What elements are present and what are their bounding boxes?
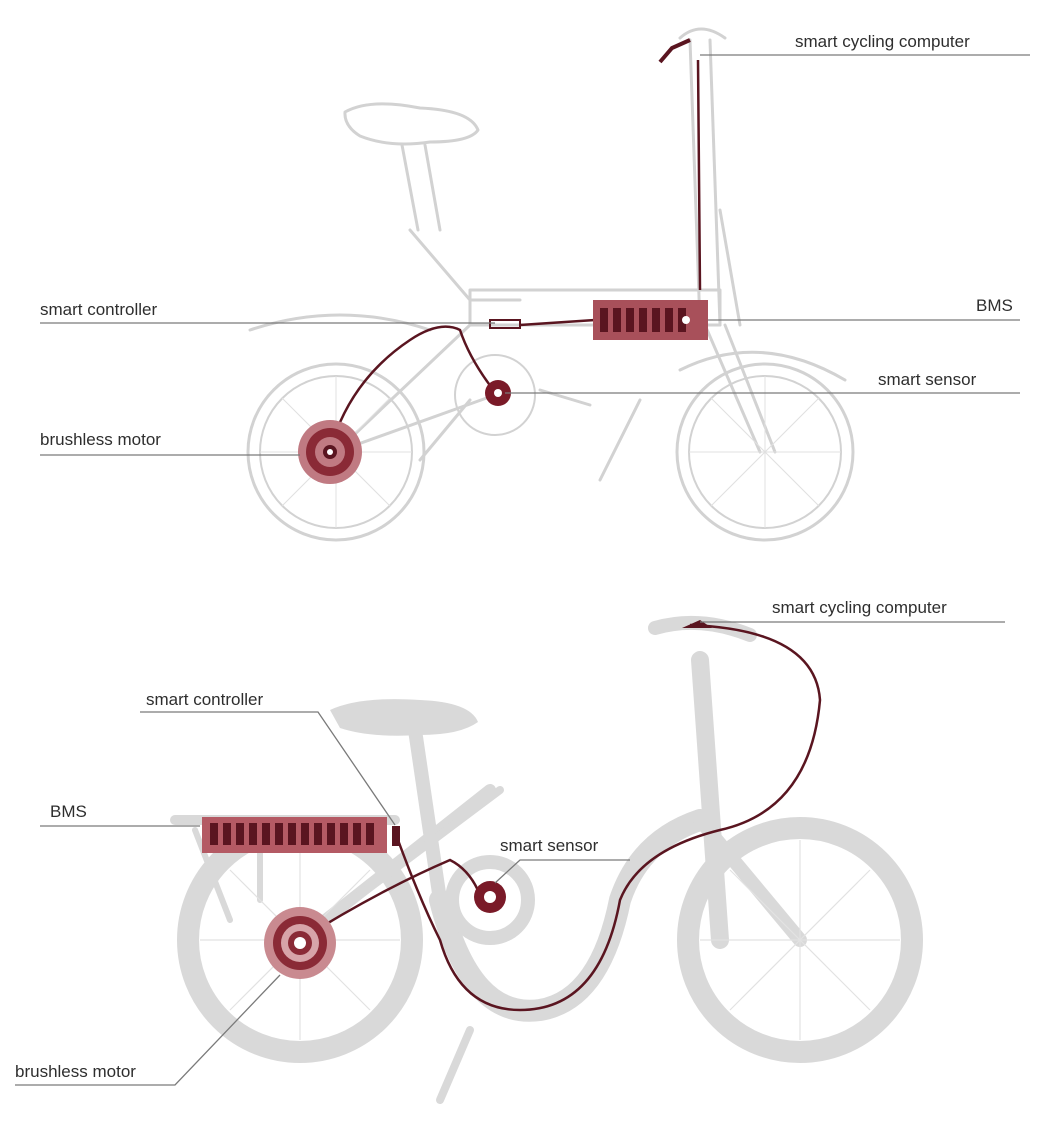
- top-cycling-computer: [658, 38, 691, 64]
- bottom-front-wheel: [677, 817, 923, 1063]
- bottom-sensor: [474, 881, 506, 913]
- top-label-motor: brushless motor: [40, 430, 161, 449]
- top-label-controller: smart controller: [40, 300, 158, 319]
- bottom-label-cycling-computer: smart cycling computer: [772, 598, 947, 617]
- top-front-wheel: [675, 362, 855, 542]
- top-bike-drawing: [40, 27, 1030, 542]
- bottom-label-controller: smart controller: [146, 690, 264, 709]
- bottom-controller: [392, 826, 400, 846]
- bottom-label-bms: BMS: [50, 802, 87, 821]
- top-motor: [298, 420, 362, 484]
- top-bms-battery: [593, 300, 708, 340]
- top-sensor: [485, 380, 511, 406]
- top-seat: [343, 102, 480, 146]
- top-label-sensor: smart sensor: [878, 370, 977, 389]
- top-rear-wheel: [246, 362, 426, 542]
- bottom-label-motor: brushless motor: [15, 1062, 136, 1081]
- bottom-motor: [264, 907, 336, 979]
- bottom-bms-battery: [202, 817, 387, 853]
- top-label-bms: BMS: [976, 296, 1013, 315]
- bottom-cycling-computer: [682, 620, 712, 628]
- bottom-leader-lines: [15, 621, 1005, 1086]
- bottom-label-sensor: smart sensor: [500, 836, 599, 855]
- top-label-cycling-computer: smart cycling computer: [795, 32, 970, 51]
- top-leader-lines: [40, 54, 1030, 456]
- bottom-seat: [330, 699, 478, 736]
- bottom-cable: [299, 623, 822, 1012]
- top-cable: [328, 59, 702, 451]
- top-controller: [489, 319, 521, 329]
